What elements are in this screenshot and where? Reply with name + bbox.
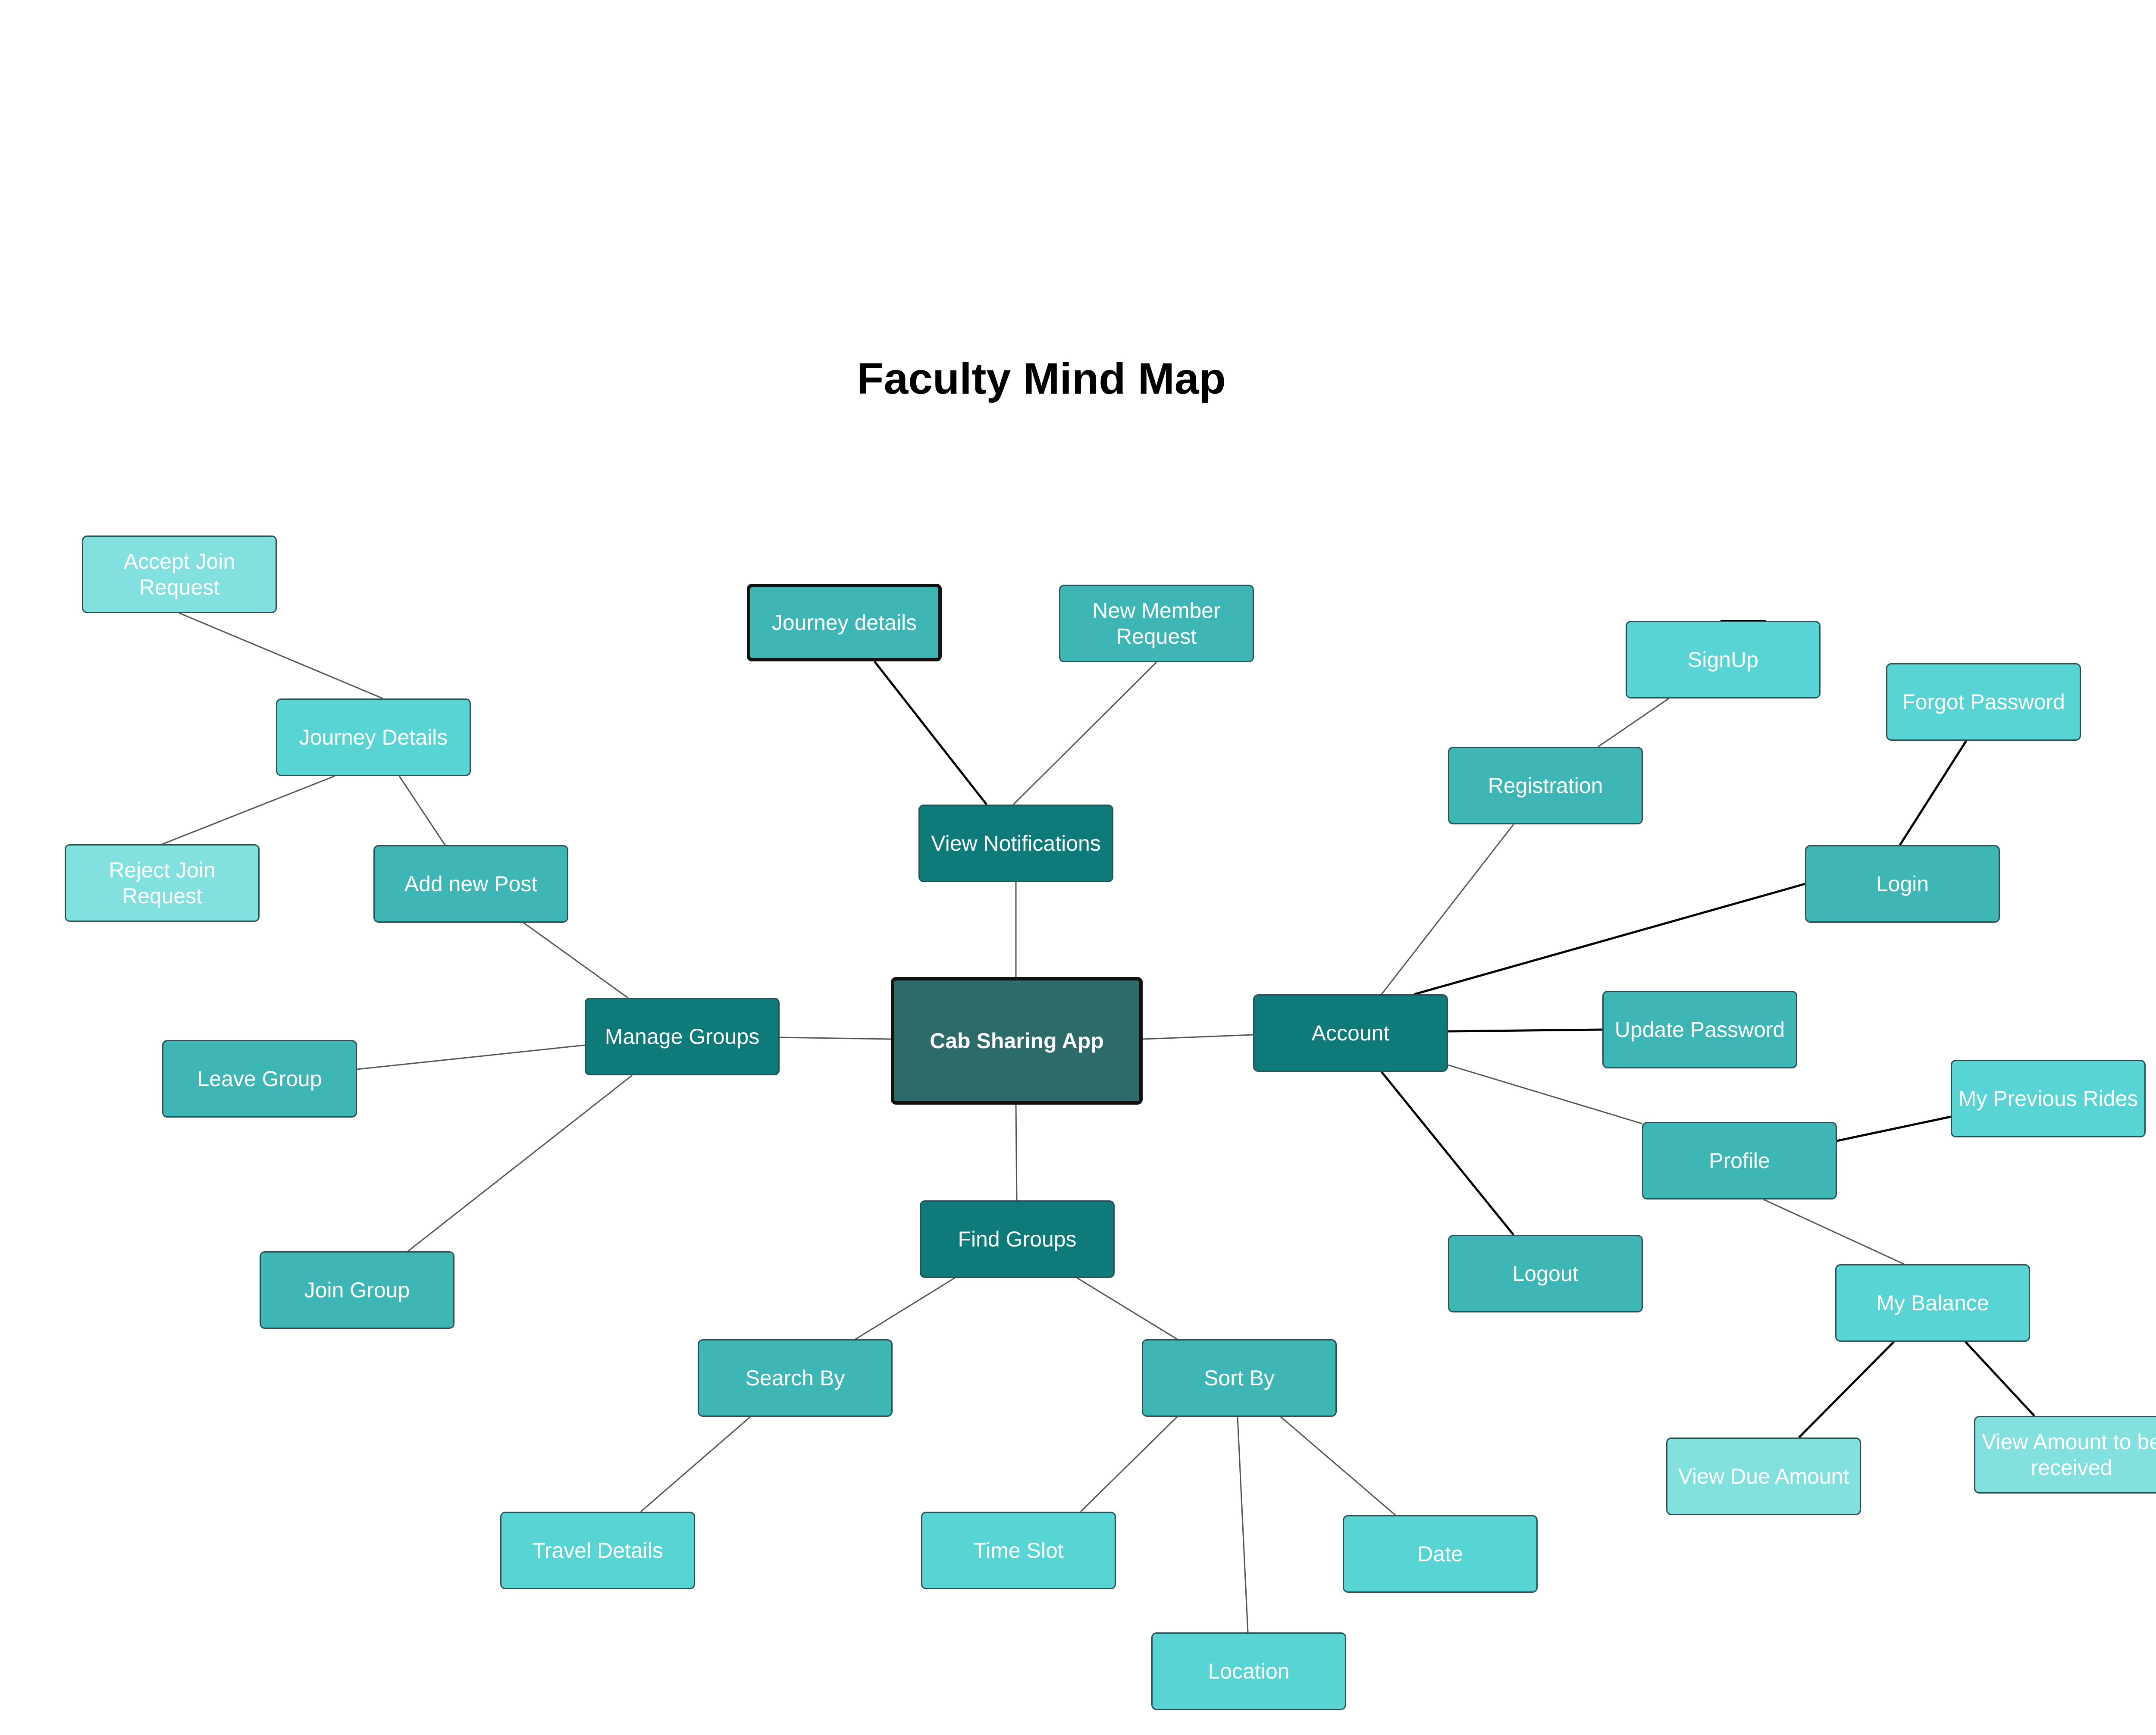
node-add-new-post[interactable]: Add new Post — [373, 845, 568, 923]
node-signup[interactable]: SignUp — [1626, 621, 1821, 698]
node-view-notifications[interactable]: View Notifications — [918, 805, 1113, 882]
node-logout[interactable]: Logout — [1448, 1235, 1643, 1312]
edge-manage-addpost — [523, 922, 628, 999]
edge-account-profile — [1448, 1064, 1642, 1124]
node-location[interactable]: Location — [1151, 1632, 1346, 1710]
edge-jdetails-accept — [179, 612, 383, 699]
edge-root-manage — [779, 1037, 891, 1040]
edge-manage-join — [407, 1074, 633, 1252]
node-search-by[interactable]: Search By — [698, 1339, 893, 1417]
edge-registration-signup — [1598, 698, 1669, 748]
node-join-group[interactable]: Join Group — [260, 1251, 454, 1329]
edge-login-forgot — [1899, 740, 1968, 846]
edge-search-travel — [640, 1416, 751, 1513]
node-forgot-password[interactable]: Forgot Password — [1886, 663, 2081, 741]
edge-account-logout — [1381, 1071, 1514, 1236]
node-find-groups[interactable]: Find Groups — [920, 1200, 1115, 1278]
node-account[interactable]: Account — [1253, 994, 1448, 1072]
node-view-due-amount[interactable]: View Due Amount — [1666, 1437, 1861, 1515]
node-login[interactable]: Login — [1805, 845, 2000, 923]
edge-manage-leave — [357, 1044, 585, 1070]
edge-profile-balance — [1763, 1199, 1905, 1265]
page-title: Faculty Mind Map — [857, 354, 1226, 403]
edge-root-find — [1015, 1104, 1018, 1201]
node-cab-sharing-app[interactable]: Cab Sharing App — [891, 977, 1143, 1105]
node-my-balance[interactable]: My Balance — [1835, 1264, 2030, 1342]
edge-addpost-jdetails — [398, 776, 446, 846]
edge-root-account — [1142, 1034, 1253, 1040]
edge-balance-due — [1798, 1341, 1895, 1438]
edge-sort-date — [1280, 1416, 1396, 1516]
node-journey-details-notification[interactable]: Journey details — [747, 584, 942, 661]
edge-notif-newmember — [1012, 661, 1157, 805]
node-journey-details-group[interactable]: Journey Details — [276, 698, 471, 776]
node-new-member-request[interactable]: New Member Request — [1059, 585, 1254, 662]
edge-jdetails-reject — [162, 775, 335, 845]
edge-sort-timeslot — [1080, 1416, 1178, 1513]
node-profile[interactable]: Profile — [1642, 1122, 1837, 1199]
edge-find-search — [855, 1277, 955, 1340]
node-view-amount-received[interactable]: View Amount to be received — [1974, 1416, 2156, 1494]
node-leave-group[interactable]: Leave Group — [162, 1040, 357, 1118]
edge-account-update — [1448, 1028, 1603, 1033]
edge-balance-received — [1965, 1341, 2035, 1417]
node-date[interactable]: Date — [1343, 1515, 1538, 1593]
edge-notif-jdetails — [874, 661, 987, 805]
edge-profile-prevrides — [1836, 1115, 1951, 1142]
node-update-password[interactable]: Update Password — [1602, 991, 1797, 1068]
node-registration[interactable]: Registration — [1448, 747, 1643, 824]
node-time-slot[interactable]: Time Slot — [921, 1512, 1116, 1589]
node-manage-groups[interactable]: Manage Groups — [585, 998, 780, 1075]
node-my-previous-rides[interactable]: My Previous Rides — [1951, 1060, 2146, 1137]
node-travel-details[interactable]: Travel Details — [500, 1512, 695, 1589]
edge-account-registration — [1381, 824, 1514, 995]
edge-account-login — [1414, 883, 1805, 996]
node-reject-join-request[interactable]: Reject Join Request — [65, 844, 260, 922]
node-accept-join-request[interactable]: Accept Join Request — [82, 536, 277, 613]
edge-sort-location — [1237, 1416, 1249, 1633]
node-sort-by[interactable]: Sort By — [1142, 1339, 1337, 1417]
edge-find-sort — [1077, 1277, 1178, 1340]
